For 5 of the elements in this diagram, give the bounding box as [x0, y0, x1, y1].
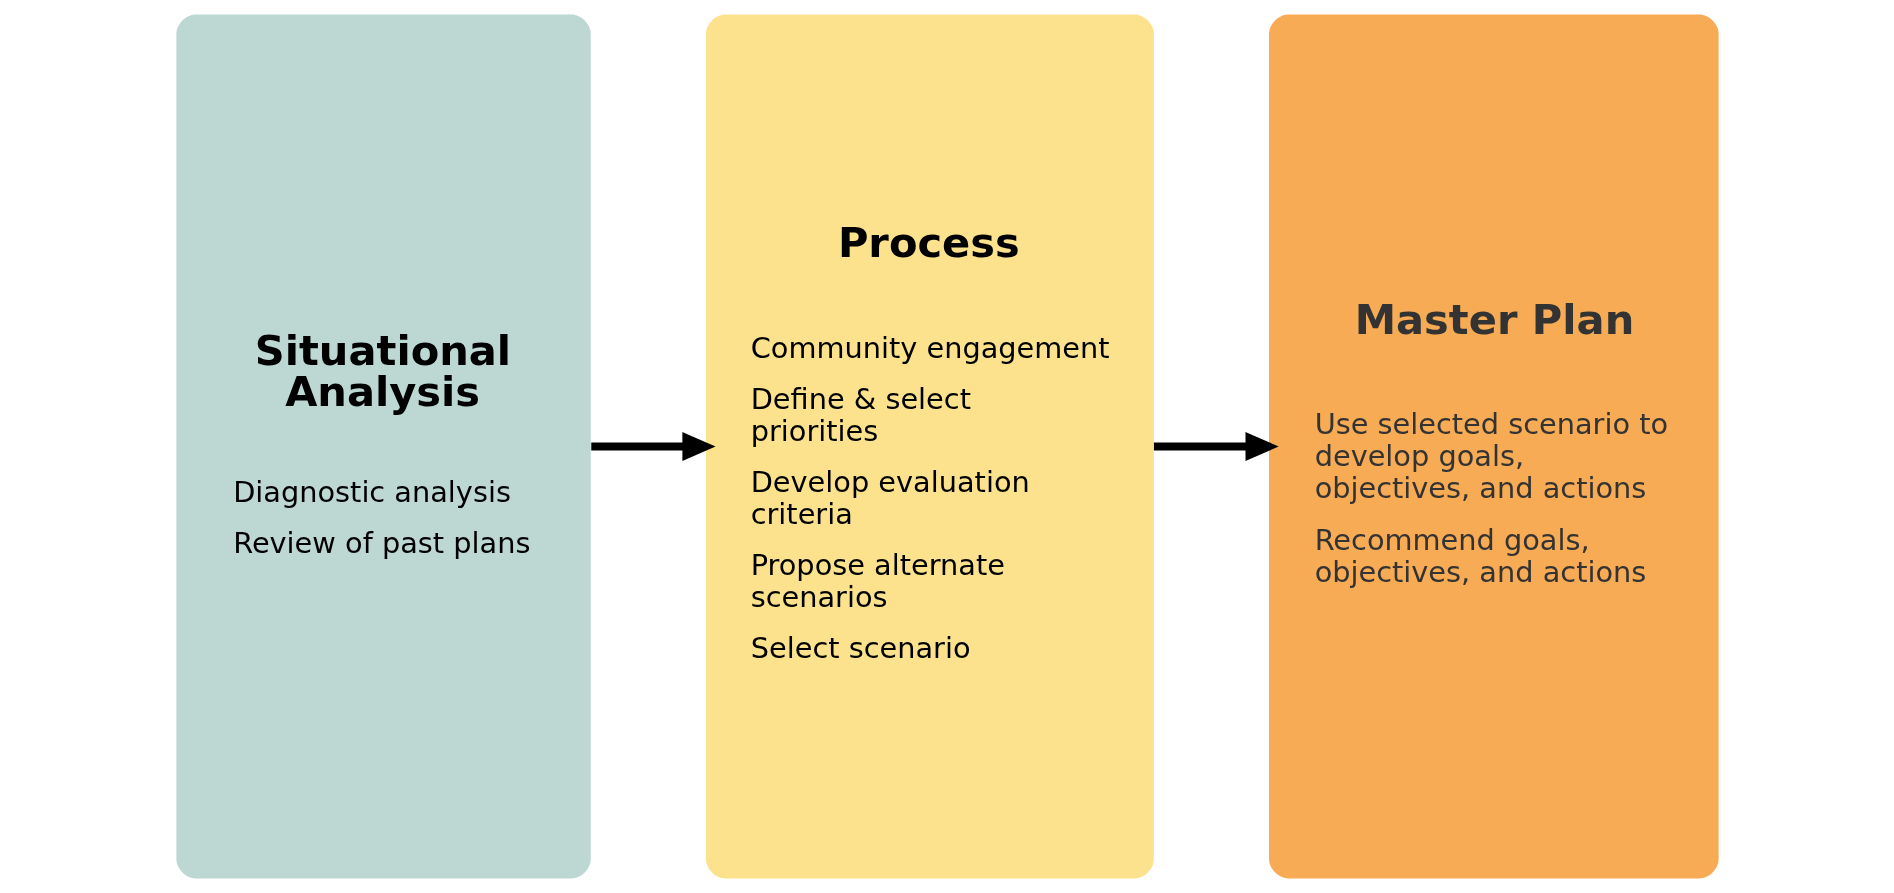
arrow	[590, 432, 716, 461]
node-box: Situational Analysis Diagnostic analysis Review of past plans	[175, 14, 591, 879]
node-box: Process Community engagement Define & select priorities Develop evaluation criteria Propose alternate scenarios Select scenario	[705, 14, 1154, 879]
node-box: Master Plan Use selected scenario to develop goals, objectives, and actions Recommend goals, objectives, and actions	[1268, 14, 1719, 879]
arrow	[1153, 432, 1279, 461]
